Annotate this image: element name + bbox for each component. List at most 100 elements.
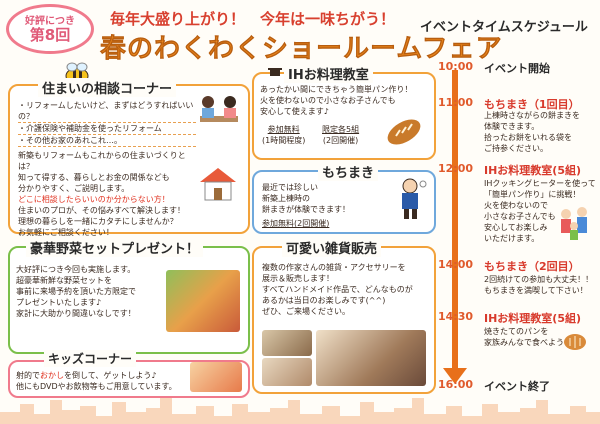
timeline-bar [452,70,458,372]
edition-badge: 好評につき 第8回 [6,4,94,54]
schedule-desc-line: 小さなお子さんでも [484,212,556,221]
goods-body: 複数の作家さんの雑貨・アクセサリーを 展示＆販売します！ すべてハンドメイド作品… [262,262,428,317]
goods-text: ぜひ、ご来場ください。 [262,307,350,316]
goods-title: 可愛い雑貨販売 [282,238,382,257]
ih-fee: 参加無料 (1時間程度) [262,124,305,146]
vegetable-title: 豪華野菜セットプレゼント！ [26,238,204,257]
schedule-desc: IHクッキングヒーターを使って 「簡単パン作り」に挑戦！ 火を使わないので 小さ… [484,178,596,244]
schedule-desc-line: いただけます。 [484,234,540,243]
mochi-text: 新築上棟時の [262,194,310,203]
schedule-time: 12:00 [438,162,474,175]
housing-title: 住まいの相談コーナー [38,78,177,97]
schedule-desc-line: 安心してお楽しみ [484,223,548,232]
ih-fee-note: (1時間程度) [262,136,306,145]
ih-limit: 限定各5組 (2回開催) [322,124,359,146]
consultation-illustration [196,92,242,134]
housing-bullet: ・その他お家のあれこれ…。 [18,135,196,147]
schedule-desc-line: 火を使わないので [484,201,548,210]
kids-line1: 射的でおかしを倒して、ゲットしよう♪ [16,370,186,381]
ih-text: あったかい間にできちゃう簡単パン作り！ [260,85,413,94]
schedule-desc-line: 拾ったお餅をいれる袋を [484,133,572,142]
ih-limit-note: (2回開催) [322,136,359,145]
mochi-text: 最近では珍しい [262,183,318,192]
housing-bullets: ・リフォームしたいけど、まずはどうすればいいの？ ・介護保険や補助金を使ったリフ… [18,100,196,147]
schedule-time: 14:30 [438,310,474,323]
housing-text: 住まいのプロが、その悩みすべて解決します！ [18,206,185,215]
badge-line1: 好評につき [25,16,75,27]
vegetable-text: プレゼントいたします♪ [16,298,102,307]
tagline: 毎年大盛り上がり！ 今年は一味ちがう！ [110,10,396,28]
schedule-desc-line: もちまきを満喫して下さい！ [484,286,588,295]
housing-bullet: ・介護保険や補助金を使ったリフォーム [18,123,196,135]
housing-body: 新築もリフォームもこれからの住まいづくりとは？ 知って得する、暮らしとお金の関係… [18,150,200,238]
goods-text: あるかは当日のお楽しみです(^^) [262,296,386,305]
schedule-event: もちまき（2回目） [484,260,580,273]
housing-text: お気軽にご相談ください！ [18,228,114,237]
ih-text: 火を使わないので小さなお子さんでも [260,96,396,105]
goods-text: 展示＆販売します！ [262,274,334,283]
schedule-desc-line: 焼きたてのパンを [484,327,549,336]
timeline-arrow [443,368,467,384]
schedule-event: イベント終了 [484,380,550,393]
housing-text: 知って得する、暮らしとお金の関係なども [18,173,170,182]
schedule-desc-line: IHクッキングヒーターを使って [484,179,596,188]
housing-text: 分かりやすく、ご説明します。 [18,184,130,193]
ih-text: 安心して使えます♪ [260,107,329,116]
kids-text: を倒して、ゲットしよう♪ [64,371,157,380]
schedule-desc: 2回続けての参加も大丈夫！！ もちまきを満喫して下さい！ [484,274,593,296]
badge-line2: 第8回 [29,26,71,44]
page-title: 春のわくわくショールームフェア [100,34,503,65]
mochi-text: 餅まきが体験できます！ [262,205,350,214]
vegetable-body: 大好評につき今回も実施します。 超豪華新鮮な野菜セットを 事前に来場予約を頂いた… [16,264,166,319]
family-icon [561,207,587,240]
schedule-desc-line: ご持参ください。 [484,144,548,153]
ih-limit-label: 限定各5組 [322,125,360,134]
schedule-time: 10:00 [438,60,474,73]
schedule-event: IHお料理教室(5組) [484,312,582,325]
schedule-desc-line: 体験できます。 [484,122,540,131]
schedule-time: 11:00 [438,96,474,109]
vegetable-text: 大好評につき今回も実施します。 [16,265,136,274]
housing-text: 新築もリフォームもこれからの住まいづくりとは？ [18,151,186,171]
schedule-event: IHお料理教室(5組) [484,164,582,177]
ih-body: あったかい間にできちゃう簡単パン作り！ 火を使わないので小さなお子さんでも 安心… [260,84,428,117]
schedule-event: もちまき（1回目） [484,98,580,111]
schedule-time: 16:00 [438,378,474,391]
goods-shop-photo [316,330,426,386]
kids-title: キッズコーナー [44,350,137,367]
kids-highlight: おかし [40,371,64,380]
housing-bullet: ・リフォームしたいけど、まずはどうすればいいの？ [18,100,196,123]
bread-icon [387,119,421,145]
bread-roll-icon [564,334,586,350]
goods-text: 複数の作家さんの雑貨・アクセサリーを [262,263,406,272]
housing-text: 理想の暮らしを一緒にカタチにしませんか？ [18,217,178,226]
schedule-desc-line: 「簡単パン作り」に挑戦！ [484,190,581,199]
mochi-title: もちまき [318,162,379,181]
mochi-thrower-icon [402,178,427,219]
schedule-desc-line: 上棟時さながらの餅まきを [484,111,580,120]
vegetable-photo [166,270,240,332]
goods-text: すべてハンドメイド作品で、どんなものが [262,285,413,294]
kids-text: 他にもDVDやお飲物等もご用意しています。 [16,382,177,391]
mochi-note: 参加無料(2回開催) [262,219,330,228]
mochi-body: 最近では珍しい 新築上棟時の 餅まきが体験できます！ 参加無料(2回開催) [262,182,392,229]
vegetable-text: 事前に来場予約を頂いた方限定で [16,287,136,296]
schedule-title: イベントタイムスケジュール [420,20,588,35]
ih-fee-label: 参加無料 [267,125,300,134]
ih-title: IHお料理教室 [284,64,373,83]
vegetable-text: 超豪華新鮮な野菜セットを [16,276,112,285]
house-icon [200,168,236,201]
vegetable-text: 家計に大助かり間違いなしです！ [16,309,136,318]
schedule-desc: 焼きたてのパンを 家族みんなで食べよう！ [484,326,572,348]
housing-highlight: どこに相談したらいいのか分からない方！ [18,195,170,204]
schedule-desc-line: 家族みんなで食べよう！ [484,338,572,347]
kids-body: 射的でおかしを倒して、ゲットしよう♪ 他にもDVDやお飲物等もご用意しています。 [16,370,186,392]
goods-photo [262,330,312,356]
schedule-event: イベント開始 [484,62,550,75]
goods-photo [262,358,312,386]
city-skyline [0,398,600,424]
pot-icon [268,68,282,76]
schedule-desc-line: 2回続けての参加も大丈夫！！ [484,275,594,284]
schedule-desc: 上棟時さながらの餅まきを 体験できます。 拾ったお餅をいれる袋を ご持参ください… [484,110,580,154]
kids-text: 射的で [16,371,40,380]
